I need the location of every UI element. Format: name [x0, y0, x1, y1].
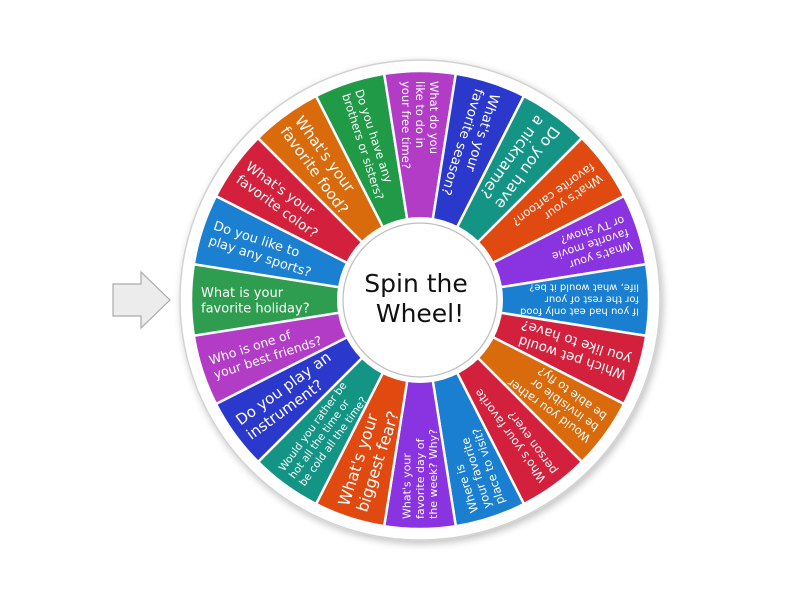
segment-label-line: for the rest of your [544, 294, 639, 305]
pointer-arrow [112, 270, 171, 330]
segment-label-line: What's your [401, 453, 414, 519]
segment-label-line: What do you [427, 81, 441, 154]
center-button[interactable] [342, 222, 498, 378]
center-label[interactable]: Spin the Wheel! [364, 269, 475, 328]
segment-label-line: If you had eat only food [520, 306, 639, 317]
segment-label-line: your free time? [399, 81, 413, 169]
center-label-line-1: Spin the [364, 269, 468, 298]
arrow-right-icon [112, 270, 171, 330]
segment-label: If you had eat only foodfor the rest of … [520, 282, 639, 317]
svg-text:What's yourfavorite day ofthe: What's yourfavorite day ofthe week? Why? [401, 429, 440, 519]
segment-label-line: favorite day of [414, 438, 427, 519]
segment-label: What's yourfavorite day ofthe week? Why? [401, 429, 440, 519]
segment-label-line: like to do in [413, 81, 427, 148]
segment-label: Would you ratherbe invisible orbe able t… [504, 353, 609, 446]
segment-label: What do youlike to do inyour free time? [399, 81, 441, 169]
segment-label-line: What is your [201, 286, 284, 301]
svg-text:If you had eat only foodfor th: If you had eat only foodfor the rest of … [520, 282, 639, 317]
center-label-line-2: Wheel! [376, 299, 464, 328]
svg-text:What is yourfavorite holiday?: What is yourfavorite holiday? [201, 286, 310, 317]
segment-label-line: favorite holiday? [201, 301, 310, 316]
segment-label-line: the week? Why? [427, 429, 440, 519]
svg-text:What do youlike to do inyour f: What do youlike to do inyour free time? [399, 81, 441, 169]
segment-label-line: life, what would it be? [529, 282, 639, 293]
svg-text:Would you ratherbe invisible o: Would you ratherbe invisible orbe able t… [504, 353, 609, 445]
